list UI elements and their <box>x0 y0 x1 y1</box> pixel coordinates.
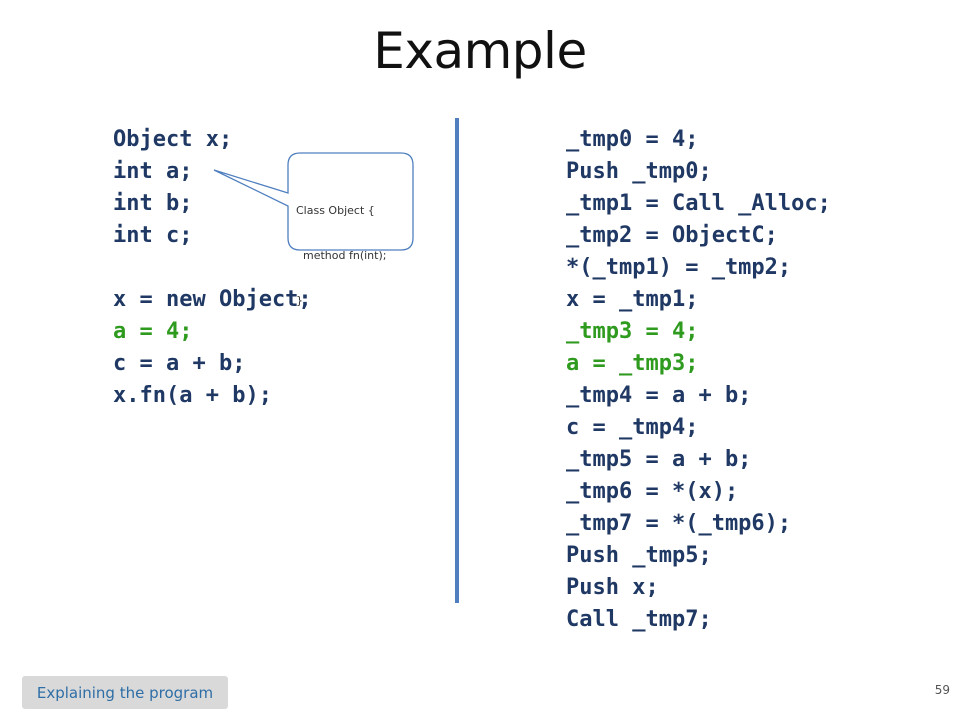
tac-code-line: _tmp7 = *(_tmp6); <box>566 511 792 536</box>
callout-line: method fn(int); <box>296 249 387 262</box>
tac-code-line: Push _tmp5; <box>566 543 712 568</box>
source-code-line <box>113 252 312 284</box>
source-code-line: c = a + b; <box>113 351 246 376</box>
tac-code-line: _tmp2 = ObjectC; <box>566 223 778 248</box>
column-divider <box>455 118 459 603</box>
tac-code-line: Call _tmp7; <box>566 607 712 632</box>
tac-code-line: c = _tmp4; <box>566 415 699 440</box>
tac-code-line: _tmp5 = a + b; <box>566 447 752 472</box>
footer-section-badge: Explaining the program <box>22 676 228 709</box>
callout-line: } <box>296 294 303 307</box>
source-code-line: x.fn(a + b); <box>113 383 272 408</box>
tac-code-line: Push _tmp0; <box>566 159 712 184</box>
source-code-line: x = new Object; <box>113 287 312 312</box>
tac-code-line: Push x; <box>566 575 659 600</box>
source-code-line: int b; <box>113 191 193 216</box>
tac-code-line: a = _tmp3; <box>566 351 699 376</box>
tac-code-line: _tmp6 = *(x); <box>566 479 739 504</box>
source-code-line: a = 4; <box>113 319 193 344</box>
source-code-line: Object x; <box>113 127 233 152</box>
callout-line: Class Object { <box>296 204 375 217</box>
tac-code-line: _tmp4 = a + b; <box>566 383 752 408</box>
source-code-line: int c; <box>113 223 193 248</box>
source-code-line: int a; <box>113 159 193 184</box>
tac-code-block: _tmp0 = 4; Push _tmp0; _tmp1 = Call _Alloc… <box>566 124 831 636</box>
slide-title: Example <box>373 22 587 80</box>
tac-code-line: x = _tmp1; <box>566 287 699 312</box>
tac-code-line: *(_tmp1) = _tmp2; <box>566 255 792 280</box>
tac-code-line: _tmp1 = Call _Alloc; <box>566 191 831 216</box>
callout-text: Class Object { method fn(int); } <box>296 173 386 323</box>
page-number: 59 <box>934 683 950 697</box>
source-code-block: Object x; int a; int b; int c; x = new Objec… <box>113 124 312 412</box>
tac-code-line: _tmp3 = 4; <box>566 319 699 344</box>
tac-code-line: _tmp0 = 4; <box>566 127 699 152</box>
